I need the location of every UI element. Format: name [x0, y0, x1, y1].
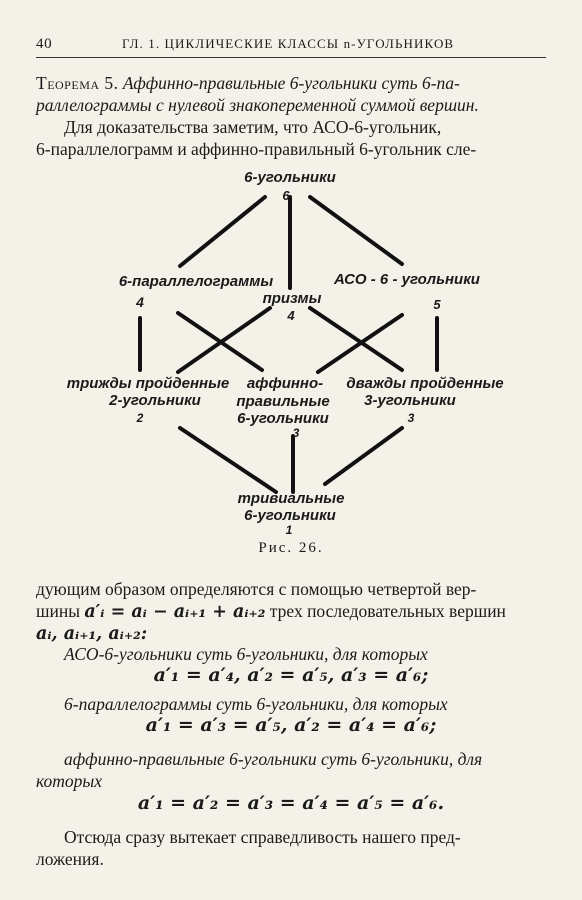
page-number: 40	[36, 36, 53, 52]
theorem-statement: Теорема 5. Аффинно-правильные 6-угольник…	[36, 72, 546, 116]
figure-caption: Рис. 26.	[258, 540, 324, 556]
node-base-label-1: тривиальные	[238, 490, 345, 507]
body-line-1: дующим образом определяются с помощью че…	[36, 579, 477, 599]
header-rule	[36, 57, 546, 58]
vertex-formula: a′ᵢ = aᵢ − aᵢ₊₁ + aᵢ₊₂	[84, 602, 266, 622]
aso-text: АСО-6-угольники суть 6-угольники, для ко…	[64, 644, 428, 664]
node-right-label: АСО - 6 - угольники	[333, 271, 480, 288]
running-title: ГЛ. 1. ЦИКЛИЧЕСКИЕ КЛАССЫ n-УГОЛЬНИКОВ	[122, 36, 455, 51]
node-bc-number: 3	[293, 426, 300, 440]
edge-center-br	[308, 306, 404, 372]
node-right-number: 5	[433, 297, 441, 312]
intro-paragraph: Для доказательства заметим, что АСО-6-уг…	[36, 116, 546, 160]
conclusion-paragraph: Отсюда сразу вытекает справедливость наш…	[36, 826, 546, 870]
conclusion-line-1: Отсюда сразу вытекает справедливость наш…	[64, 827, 461, 847]
node-bc-label-3: 6-угольники	[237, 410, 329, 427]
edge-center-bl	[176, 306, 272, 374]
aff-line-2: которых	[36, 771, 103, 791]
node-left-label: 6-параллелограммы	[119, 273, 274, 290]
node-top-label: 6-угольники	[244, 169, 336, 186]
node-br-label-2: 3-угольники	[364, 392, 456, 409]
aso-formula: a′₁ = a′₄, a′₂ = a′₅, a′₃ = a′₆;	[153, 664, 429, 686]
edge-right-bc	[316, 313, 404, 374]
edge-br-base	[323, 426, 404, 486]
body-line-2-pre: шины	[36, 601, 85, 621]
node-center-label: призмы	[263, 290, 322, 307]
node-bc-label-1: аффинно-	[247, 375, 323, 392]
running-header: 40 ГЛ. 1. ЦИКЛИЧЕСКИЕ КЛАССЫ n-УГОЛЬНИКО…	[36, 36, 546, 58]
edge-top-right	[308, 195, 404, 266]
node-base-number: 1	[286, 523, 293, 537]
node-base-label-2: 6-угольники	[244, 507, 336, 524]
node-center-number: 4	[286, 308, 295, 323]
edge-top-left	[178, 195, 267, 268]
node-bl-number: 2	[136, 411, 144, 425]
edge-bl-base	[178, 426, 278, 494]
node-bl-label-1: трижды пройденные	[67, 375, 230, 392]
node-top-number: 6	[282, 188, 290, 203]
theorem-line-2: раллелограммы с нулевой знакопеременной …	[36, 95, 479, 115]
intro-line-2: 6-параллелограмм и аффинно-правильный 6-…	[36, 139, 477, 159]
intro-line-1: Для доказательства заметим, что АСО-6-уг…	[64, 117, 442, 137]
body-line-2-post: трех последовательных вершин	[265, 601, 506, 621]
definition-paragraph: дующим образом определяются с помощью че…	[36, 578, 546, 645]
par-formula: a′₁ = a′₃ = a′₅, a′₂ = a′₄ = a′₆;	[145, 714, 437, 736]
theorem-line-1: Аффинно-правильные 6-угольники суть 6-па…	[122, 73, 460, 93]
node-br-number: 3	[408, 411, 415, 425]
aff-line-1: аффинно-правильные 6-угольники суть 6-уг…	[64, 749, 483, 769]
aff-paragraph: аффинно-правильные 6-угольники суть 6-уг…	[36, 748, 546, 792]
conclusion-line-2: ложения.	[36, 849, 104, 869]
node-left-number: 4	[135, 294, 144, 310]
body-line-3: aᵢ, aᵢ₊₁, aᵢ₊₂:	[36, 624, 148, 644]
par-text: 6-параллелограммы суть 6-угольники, для …	[64, 694, 448, 714]
node-bl-label-2: 2-угольники	[108, 392, 201, 409]
node-br-label-1: дважды пройденные	[346, 375, 503, 392]
node-bc-label-2: правильные	[236, 393, 329, 410]
aff-formula: a′₁ = a′₂ = a′₃ = a′₄ = a′₅ = a′₆.	[137, 792, 445, 814]
lattice-diagram: 6-угольники 6 6-параллелограммы 4 призмы…	[67, 169, 504, 537]
theorem-label: Теорема 5.	[36, 73, 119, 93]
